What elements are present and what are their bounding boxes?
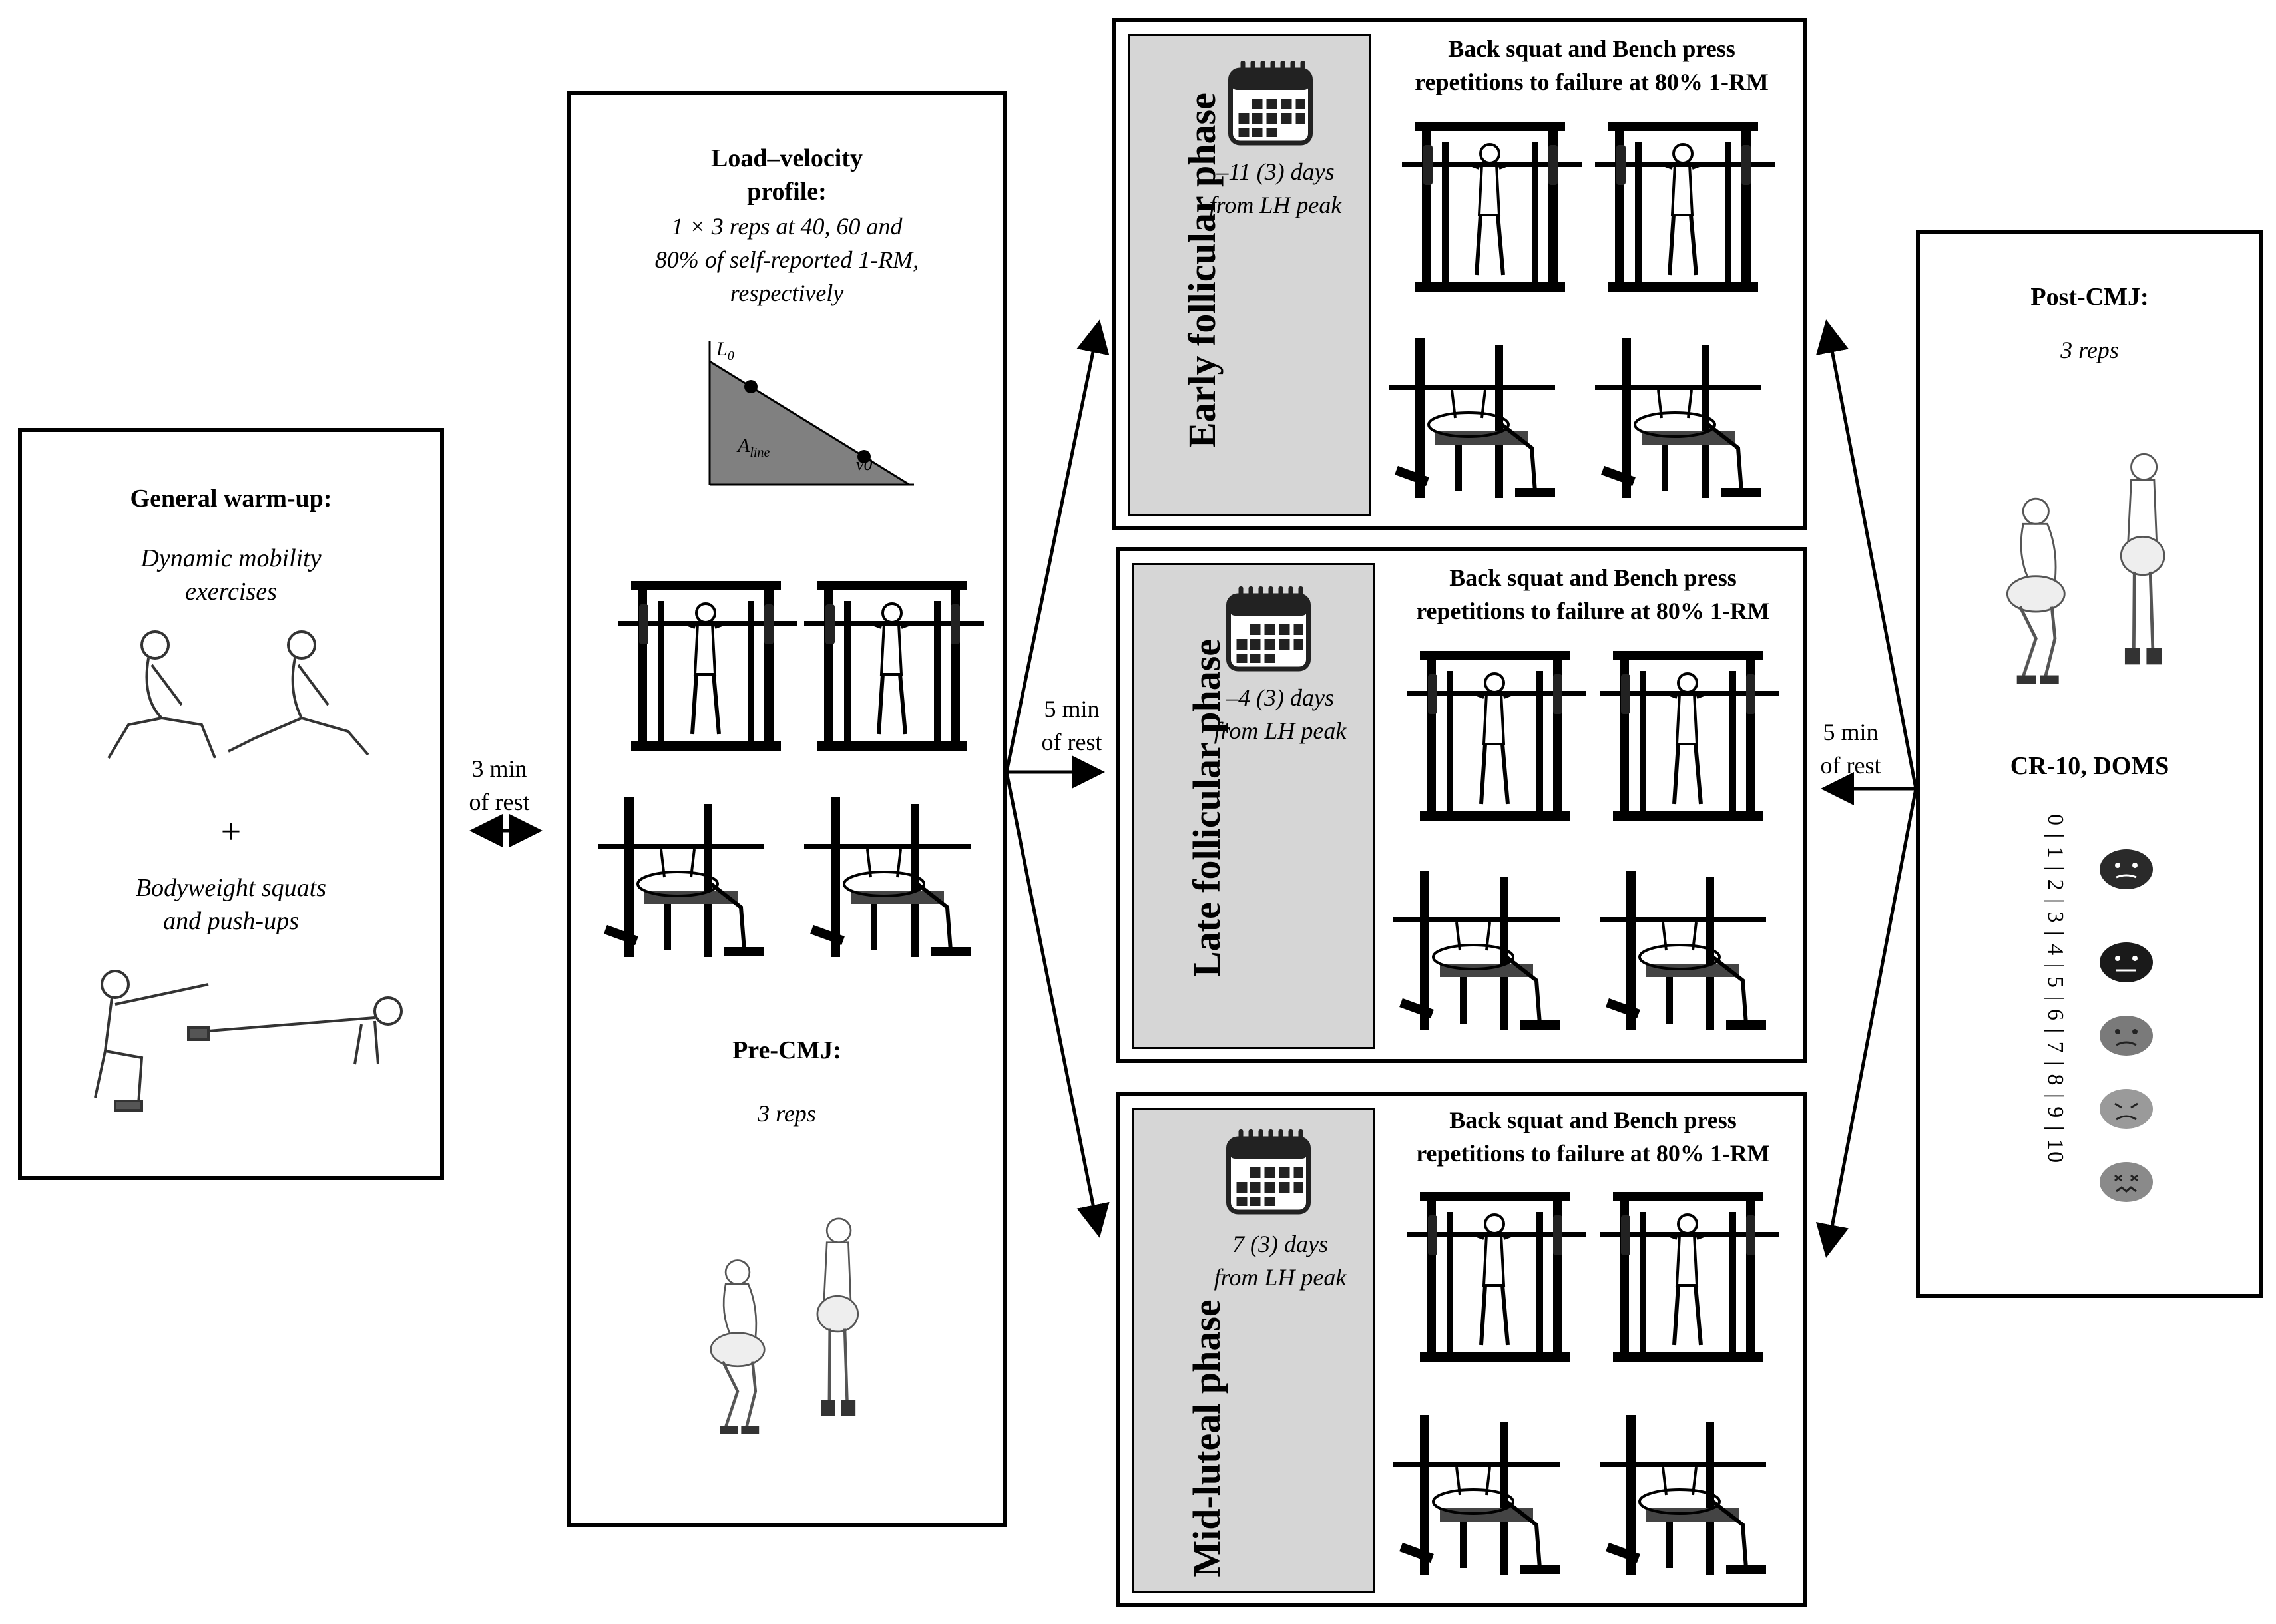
jump-figure-illustration	[1986, 403, 2206, 683]
lvp-desc-1: 1 × 3 reps at 40, 60 and	[671, 213, 903, 240]
lvp-box: Load–velocity profile: 1 × 3 reps at 40,…	[567, 91, 1007, 1527]
precmj-reps: 3 reps	[758, 1100, 816, 1127]
warmup-plus: +	[220, 811, 242, 851]
lunge-illustration	[107, 630, 369, 759]
warmup-title: General warm-up:	[130, 485, 332, 512]
warmup-bodyweight-1: Bodyweight squats	[135, 874, 327, 902]
rest-label-3a: 5 min	[1823, 719, 1879, 745]
lvp-desc-2: 80% of self-reported 1-RM,	[654, 246, 919, 273]
phase-box-late: Late follicular phase –4 (3) days from L…	[1116, 547, 1807, 1063]
warmup-bodyweight-2: and push-ups	[163, 907, 299, 935]
phase-days-early-1: –11 (3) days	[1216, 158, 1335, 185]
phase-title-late-1: Back squat and Bench press	[1449, 564, 1737, 591]
squat-pushup-illustration	[94, 970, 403, 1112]
phase-title-late-2: repetitions to failure at 80% 1-RM	[1416, 598, 1770, 624]
phase-title-early-1: Back squat and Bench press	[1448, 35, 1735, 62]
phase-days-late-1: –4 (3) days	[1226, 684, 1334, 711]
lvp-title-2: profile:	[747, 178, 827, 206]
graph-aline-label: Aline	[738, 435, 770, 460]
graph-v0-label: v0	[856, 455, 873, 474]
rest-label-2b: of rest	[1041, 729, 1102, 755]
phase-box-mid: Mid-luteal phase 7 (3) days from LH peak…	[1116, 1092, 1807, 1607]
rest-label-2a: 5 min	[1044, 696, 1100, 722]
phase-days-mid-2: from LH peak	[1214, 1264, 1347, 1291]
warmup-mobility-2: exercises	[185, 578, 277, 606]
phase-box-early: Early follicular phase –11 (3) days from…	[1112, 18, 1807, 530]
phase-title-early-2: repetitions to failure at 80% 1-RM	[1415, 69, 1769, 95]
phase-days-mid-1: 7 (3) days	[1232, 1231, 1328, 1257]
lvp-title-1: Load–velocity	[711, 144, 863, 172]
pain-face-icon	[2100, 849, 2153, 1202]
rest-label-1a: 3 min	[471, 755, 527, 782]
scale-title: CR-10, DOMS	[2010, 752, 2169, 780]
lvp-desc-3: respectively	[730, 280, 844, 306]
warmup-box: General warm-up: Dynamic mobility exerci…	[18, 428, 444, 1180]
post-box: Post-CMJ: 3 reps CR-10, DOMS 0 | 1 | 2 |…	[1916, 230, 2263, 1298]
rest-label-1b: of rest	[469, 789, 530, 815]
cr10-scale: 0 | 1 | 2 | 3 | 4 | 5 | 6 | 7 | 8 | 9 | …	[2043, 814, 2068, 1165]
postcmj-title: Post-CMJ:	[2030, 283, 2149, 311]
phase-days-late-2: from LH peak	[1214, 717, 1347, 744]
postcmj-reps: 3 reps	[2060, 337, 2119, 363]
graph-l0-label: L0	[716, 338, 734, 363]
phase-title-mid-2: repetitions to failure at 80% 1-RM	[1416, 1140, 1770, 1167]
phase-title-mid-1: Back squat and Bench press	[1449, 1107, 1737, 1133]
precmj-title: Pre-CMJ:	[732, 1036, 841, 1064]
load-velocity-graph	[708, 341, 914, 486]
warmup-mobility-1: Dynamic mobility	[140, 544, 322, 572]
phase-days-early-2: from LH peak	[1209, 192, 1342, 218]
